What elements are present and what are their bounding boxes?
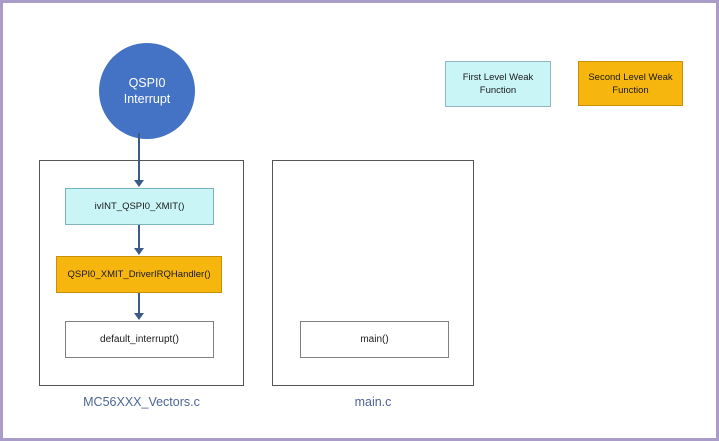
interrupt-source-label-line2: Interrupt [123, 92, 171, 106]
connector-arrowhead-handler-to-default [134, 313, 144, 320]
connector-line-ivint-to-handler [138, 225, 140, 249]
function-label-qspi0-xmit-driver-irq-handler: QSPI0_XMIT_DriverIRQHandler() [67, 269, 211, 280]
function-box-main: main() [300, 321, 449, 358]
function-label-main: main() [360, 334, 389, 345]
connector-arrowhead-ivint-to-handler [134, 248, 144, 255]
legend-item-first-level-weak: First Level Weak Function [445, 61, 551, 107]
legend-first-level-line1: First Level Weak [462, 72, 534, 83]
legend-second-level-line2: Function [612, 84, 649, 96]
connector-arrowhead-source-to-ivint [134, 180, 144, 187]
function-label-ivint-qspi0-xmit: ivINT_QSPI0_XMIT() [94, 201, 185, 212]
interrupt-source-node: QSPI0 Interrupt [99, 43, 195, 139]
connector-line-source-to-ivint [138, 133, 140, 181]
function-box-ivint-qspi0-xmit: ivINT_QSPI0_XMIT() [65, 188, 214, 225]
connector-line-handler-to-default [138, 293, 140, 314]
function-label-default-interrupt: default_interrupt() [100, 334, 179, 345]
interrupt-source-label-line1: QSPI0 [128, 76, 166, 90]
function-box-qspi0-xmit-driver-irq-handler: QSPI0_XMIT_DriverIRQHandler() [56, 256, 222, 293]
legend-item-second-level-weak: Second Level Weak Function [578, 61, 683, 106]
file-label-vectors: MC56XXX_Vectors.c [83, 395, 200, 409]
legend-first-level-line2: Function [479, 85, 517, 96]
file-label-main: main.c [354, 395, 392, 409]
legend-second-level-line1: Second Level Weak [588, 71, 673, 83]
function-box-default-interrupt: default_interrupt() [65, 321, 214, 358]
